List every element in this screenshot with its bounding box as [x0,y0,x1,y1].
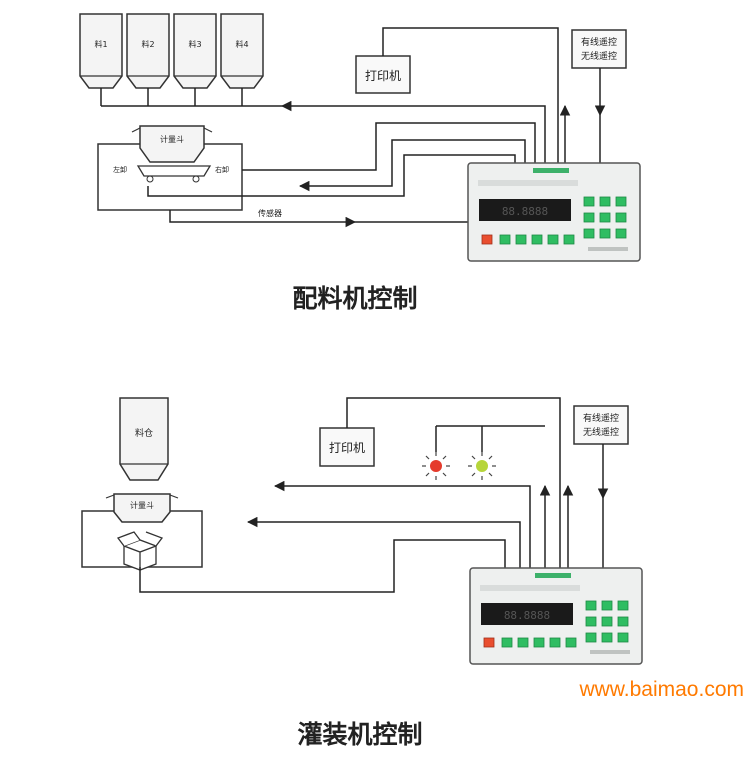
printer-box-bottom: 打印机 [319,427,375,467]
hopper-3: 料3 [173,13,217,89]
weigh-hopper-top: 计量斗 左卸 右卸 [97,125,243,211]
hopper-1-label: 料1 [94,39,107,49]
printer-label-top: 打印机 [365,69,401,83]
lamp-green-body [476,460,488,472]
right-unload-label: 右卸 [215,165,229,174]
caption-top: 配料机控制 [292,284,417,313]
indicator-lamp-red [422,452,450,480]
sensor-label: 传感器 [258,208,282,218]
controller-keypad-bottom [501,600,629,648]
remote-wireless-label-top: 无线遥控 [581,50,617,62]
signal-lines-top [147,27,606,228]
watermark: www.baimao.com [579,678,744,701]
silo-label: 料仓 [135,427,153,439]
controller-display-top [479,199,571,221]
left-unload-label: 左卸 [113,165,127,174]
hopper-1: 料1 [79,13,123,89]
signal-lines-bottom [139,397,609,593]
lamp-red-body [430,460,442,472]
filling-section: 料仓 计量斗 打印机 有线遥控 无线遥控 [81,397,643,749]
batching-section: 料1 料2 料3 料4 打印机 [79,13,641,313]
hopper-2-label: 料2 [141,39,154,49]
remote-wireless-label-bottom: 无线遥控 [583,426,619,438]
controller-keypad-top [499,196,627,245]
package-icon [116,531,164,571]
weigh-hopper-bottom: 计量斗 [81,493,203,568]
hopper-2: 料2 [126,13,170,89]
controller-display-text-bottom: 88.8888 [504,609,550,622]
silo: 料仓 [119,397,169,481]
remote-box-bottom: 有线遥控 无线遥控 [573,405,629,445]
printer-label-bottom: 打印机 [329,441,365,455]
controller-display-bottom [481,603,573,625]
indicator-lamp-green [468,452,496,480]
controller-bottom: 88.8888 [469,567,643,665]
hopper-3-label: 料3 [188,39,201,49]
hopper-feed-lines [100,88,282,107]
caption-bottom: 灌装机控制 [297,720,422,749]
controller-display-text-top: 88.8888 [502,205,548,218]
controller-top: 88.8888 [467,162,641,262]
hopper-4-label: 料4 [235,39,248,49]
printer-box-top: 打印机 [355,55,411,94]
remote-box-top: 有线遥控 无线遥控 [571,29,627,69]
weigh-hopper-label-top: 计量斗 [160,134,184,144]
remote-wired-label-bottom: 有线遥控 [583,412,619,424]
remote-wired-label-top: 有线遥控 [581,36,617,48]
weigh-hopper-label-bottom: 计量斗 [130,500,154,510]
hopper-4: 料4 [220,13,264,89]
